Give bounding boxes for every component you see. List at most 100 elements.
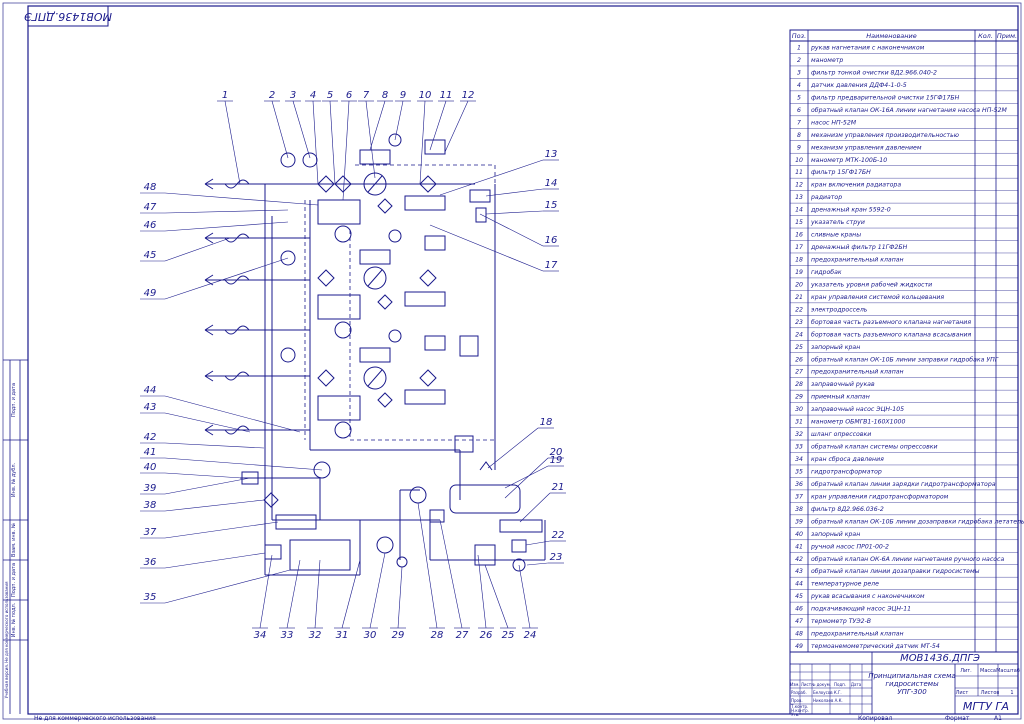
callout-leader [487, 427, 539, 469]
title-scale-label: Масштаб [996, 668, 1020, 674]
table-row-name: шланг опрессовки [811, 431, 871, 438]
title-line-1: Принципиальная схема [868, 672, 955, 680]
title-block-code: МОВ1436.ДПГЭ [900, 653, 980, 664]
table-row-name: бортовая часть разъемного клапана нагнет… [811, 318, 971, 326]
table-row-name: гидробак [811, 268, 842, 276]
table-row-name: подкачивающий насос ЭЦН-11 [811, 606, 911, 613]
callout-leader [394, 100, 404, 141]
callout-leader [164, 442, 265, 449]
table-row-pos: 46 [795, 606, 803, 613]
callout-leader [164, 457, 323, 471]
callout-leader [477, 554, 487, 629]
table-row-pos: 22 [795, 306, 803, 313]
title-role-tkontr: Т.контр. [790, 704, 808, 709]
callout-number: 33 [281, 630, 294, 641]
callout-leader [271, 100, 289, 159]
callout-number: 48 [144, 182, 157, 193]
footer-left-text: Не для коммерческого использования [34, 715, 156, 722]
table-row-pos: 49 [795, 643, 803, 650]
callout-number: 29 [392, 630, 405, 641]
table-row-pos: 48 [795, 631, 803, 638]
table-row-pos: 44 [795, 581, 803, 588]
callout-leader [444, 100, 469, 153]
callout-number: 19 [550, 455, 563, 466]
table-row-name: сливные краны [811, 232, 861, 239]
callout-number: 40 [144, 462, 157, 473]
callout-number: 39 [144, 483, 157, 494]
title-name-1: Белоусов К.Г. [813, 690, 842, 695]
table-row-name: обратный клапан ОК-6А линии нагнетания р… [811, 555, 1004, 563]
table-header-cell: Поз. [792, 32, 806, 40]
drain-lines [304, 164, 496, 441]
table-row-name: обратный клапан ОК-10Б линии заправки ги… [811, 355, 999, 363]
pump-unit-3 [280, 329, 446, 439]
margin-label-1: Подп. и дата [11, 383, 17, 417]
table-row-pos: 5 [797, 94, 801, 101]
pump-unit-2 [280, 229, 446, 339]
callout-number: 24 [524, 630, 537, 641]
callout-leader [369, 100, 386, 151]
callout-leader [164, 221, 289, 232]
callout-leader [365, 100, 376, 179]
callout-number: 3 [290, 90, 296, 101]
table-row-name: дренажный фильтр 11ГФ2БН [810, 244, 908, 251]
left-margin [3, 359, 28, 714]
title-sheet-label: Лист [956, 690, 969, 696]
callout-number: 17 [545, 260, 558, 271]
table-row-pos: 40 [795, 531, 803, 538]
table-row-name: манометр ОБМГВ1-160Х1000 [811, 419, 905, 426]
title-org: МГТУ ГА [963, 700, 1009, 713]
margin-label-4: Подп. и дата [11, 563, 17, 597]
table-row-pos: 9 [797, 144, 801, 151]
callout-number: 15 [545, 200, 558, 211]
callout-number: 27 [456, 630, 469, 641]
table-row-pos: 32 [795, 431, 803, 438]
callout-number: 11 [440, 90, 453, 101]
pump-units [280, 133, 446, 439]
title-role-nkontr: Н.контр. [791, 708, 809, 713]
table-row-pos: 23 [795, 319, 803, 326]
callout-leader [525, 540, 551, 546]
callout-leader [369, 552, 386, 629]
table-row-name: термоанемометрический датчик МТ-54 [811, 643, 940, 650]
table-row-name: обратный клапан ОК-10Б линии дозаправки … [811, 517, 1024, 525]
table-row-pos: 3 [797, 69, 801, 76]
table-row-pos: 14 [795, 207, 803, 214]
table-row-name: ручной насос ПР01-00-2 [810, 543, 889, 550]
callout-number: 22 [552, 530, 565, 541]
callout-number: 20 [550, 447, 563, 458]
callout-number: 7 [363, 90, 370, 101]
callout-leader [292, 100, 311, 159]
callout-number: 35 [144, 592, 157, 603]
table-row-pos: 39 [795, 518, 803, 525]
table-row-name: температурное реле [811, 581, 879, 588]
callout-leader [484, 564, 509, 629]
margin-label-5: Инв. № подл. [11, 602, 17, 637]
callout-leader [518, 564, 531, 629]
callout-number: 13 [545, 149, 558, 160]
table-row-pos: 35 [795, 468, 803, 475]
callout-number: 8 [382, 90, 388, 101]
callout-leader [164, 209, 289, 214]
table-row-name: бортовая часть разъемного клапана всасыв… [811, 330, 972, 338]
table-row-name: механизм управления производительностью [811, 132, 959, 139]
table-row-name: запорный кран [811, 531, 860, 538]
callout-leader [439, 519, 463, 629]
title-mass-label: Масса [980, 668, 996, 674]
table-row-name: указатель уровня рабочей жидкости [810, 280, 932, 288]
table-row-pos: 29 [795, 394, 803, 401]
table-row-pos: 10 [795, 157, 803, 164]
callout-leader [164, 552, 266, 569]
table-row-pos: 45 [795, 593, 803, 600]
table-header-cell: Наименование [866, 32, 917, 40]
title-sheets-value: 1 [1010, 690, 1013, 696]
left-margin-labels: Подп. и дата Инв. № дубл. Взам. инв. № П… [4, 383, 17, 698]
callout-leader [519, 492, 551, 523]
table-row-pos: 28 [795, 381, 803, 388]
margin-label-3: Взам. инв. № [11, 522, 17, 557]
table-row-pos: 20 [795, 281, 803, 288]
table-row-name: фильтр предварительной очистки 15ГФ17БН [811, 94, 960, 101]
title-role-prov: Пров. [791, 698, 803, 703]
